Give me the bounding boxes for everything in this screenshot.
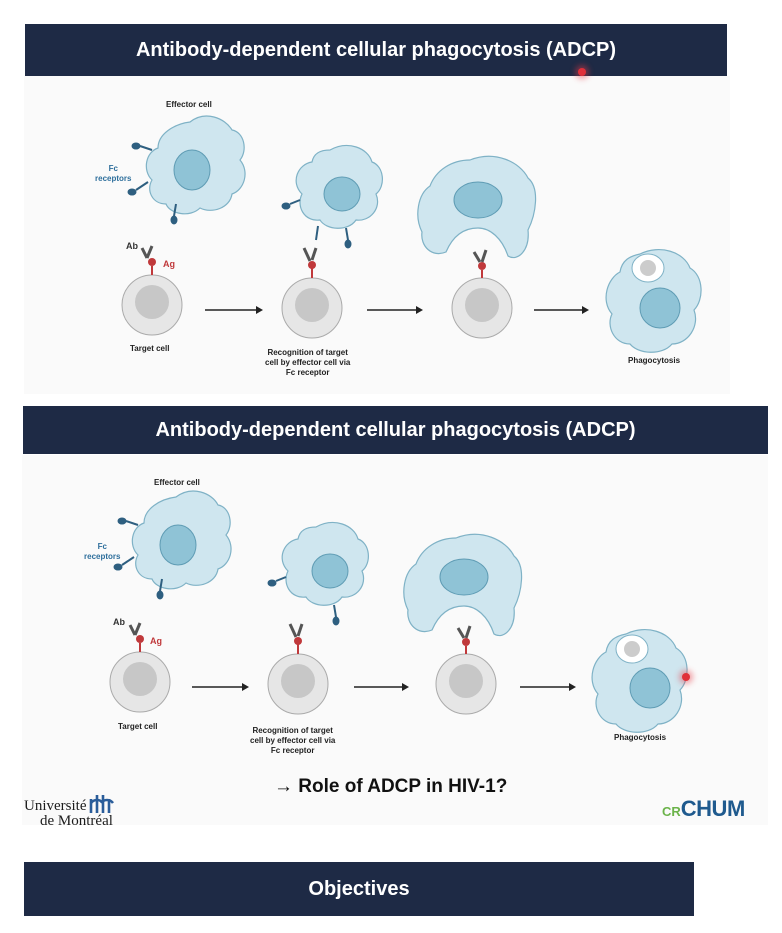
udem-line1: Université — [24, 798, 87, 814]
recognition-label-1: Recognition of target cell by effector c… — [265, 348, 350, 378]
ab-label-1: Ab — [126, 241, 138, 251]
phagocytosis-label-2: Phagocytosis — [614, 733, 667, 742]
adcp-diagram-1-graphics — [121, 115, 702, 353]
udem-emblem-icon — [89, 795, 115, 813]
recognition-label-2: Recognition of target cell by effector c… — [250, 726, 335, 756]
fc-receptors-label-1: Fc receptors — [95, 164, 131, 184]
recognition-line2: cell by effector cell via — [265, 358, 351, 367]
fc-label-line1-b: Fc — [97, 542, 107, 551]
crchum-logo: CRCHUM — [662, 796, 745, 822]
recognition-line3: Fc receptor — [285, 368, 330, 377]
effector-cell-label-1: Effector cell — [166, 100, 212, 109]
slide-1-panel — [24, 76, 730, 394]
slide-1-title: Antibody-dependent cellular phagocytosis… — [135, 38, 617, 61]
laser-pointer-1 — [578, 68, 586, 76]
recognition-line1: Recognition of target — [267, 348, 348, 357]
antigen-1 — [148, 258, 156, 266]
ab-label-2: Ab — [113, 617, 125, 627]
target-cell-label-2: Target cell — [118, 722, 158, 731]
slide-1-title-bar: Antibody-dependent cellular phagocytosis… — [25, 24, 727, 76]
slide-3-title: Objectives — [308, 877, 410, 900]
target-cell-label-1: Target cell — [130, 344, 170, 353]
udem-line2: de Montréal — [40, 813, 113, 829]
antibody-1 — [140, 245, 154, 259]
udem-logo-text: Université de Montréal — [24, 799, 113, 829]
recognition-line3-b: Fc receptor — [270, 746, 315, 755]
fc-receptors-label-2: Fc receptors — [84, 542, 120, 562]
ag-label-2: Ag — [150, 636, 162, 646]
crchum-cr: CR — [662, 804, 681, 819]
hiv-question: → Role of ADCP in HIV-1? — [274, 776, 508, 797]
crchum-chum: CHUM — [680, 796, 746, 821]
ag-label-1: Ag — [163, 259, 175, 269]
fc-label-line2: receptors — [95, 174, 132, 183]
nucleus-1 — [173, 149, 211, 191]
recognition-line2-b: cell by effector cell via — [250, 736, 336, 745]
laser-pointer-2 — [682, 673, 690, 681]
fc-label-line1: Fc — [108, 164, 118, 173]
slide-2-title: Antibody-dependent cellular phagocytosis… — [155, 418, 636, 441]
effector-cell-label-2: Effector cell — [154, 478, 200, 487]
recognition-line1-b: Recognition of target — [252, 726, 333, 735]
fc-receptor-group-1 — [127, 142, 178, 225]
phagocytosis-label-1: Phagocytosis — [628, 356, 681, 365]
fc-label-line2-b: receptors — [84, 552, 121, 561]
slide-2-title-bar: Antibody-dependent cellular phagocytosis… — [23, 406, 768, 454]
slide-3-title-bar: Objectives — [24, 862, 694, 916]
